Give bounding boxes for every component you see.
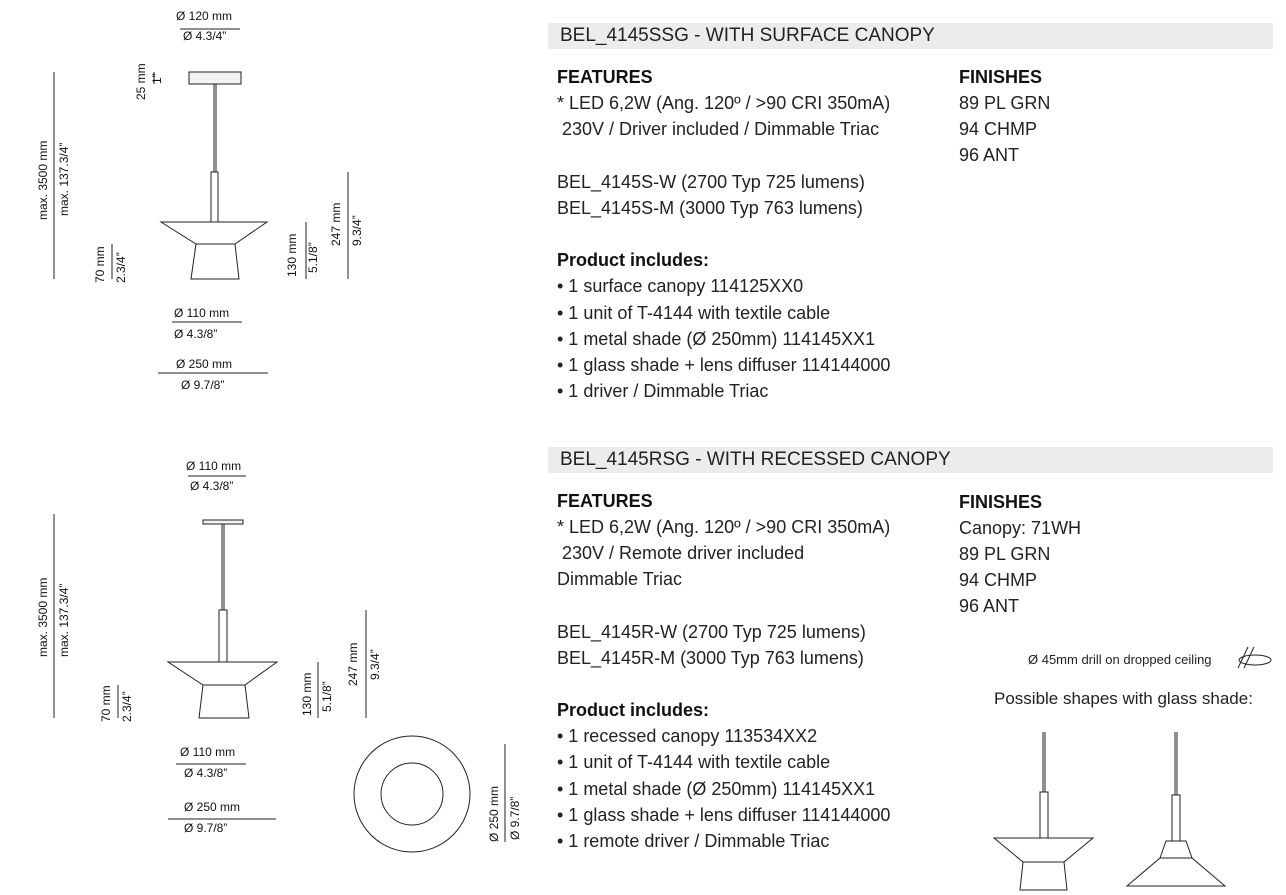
dim-canopy-in: Ø 4.3/8” xyxy=(190,479,234,493)
drill-note: Ø 45mm drill on dropped ceiling xyxy=(1028,652,1212,667)
include-item: • 1 surface canopy 114125XX0 xyxy=(557,276,804,296)
dim-d110-in: Ø 4.3/8” xyxy=(184,766,228,780)
include-item: • 1 driver / Dimmable Triac xyxy=(557,381,769,401)
dim-d250-mm: Ø 250 mm xyxy=(176,357,233,371)
dim-h247-mm: 247 mm xyxy=(329,202,343,246)
finish-item: 94 CHMP xyxy=(959,119,1038,139)
finish-item: 89 PL GRN xyxy=(959,93,1051,113)
dim-h70-mm: 70 mm xyxy=(99,685,113,722)
stem xyxy=(210,171,219,223)
finish-item: 96 ANT xyxy=(959,145,1020,165)
dim-h70-mm: 70 mm xyxy=(93,246,107,283)
dim-d110-in: Ø 4.3/8” xyxy=(174,327,218,341)
features-heading: FEATURES xyxy=(557,67,653,87)
dim-d250-in: Ø 9.7/8” xyxy=(184,821,228,835)
glass-shade xyxy=(190,243,240,280)
shape-option-1 xyxy=(992,732,1095,891)
dim-canopy-in: Ø 4.3/4” xyxy=(183,29,227,43)
includes-heading: Product includes: xyxy=(557,700,710,720)
dim-top-view-in: Ø 9.7/8” xyxy=(508,796,522,840)
finish-item: 96 ANT xyxy=(959,596,1020,616)
dim-canopy-mm: Ø 110 mm xyxy=(186,459,242,473)
dim-h130-mm: 130 mm xyxy=(300,672,314,716)
include-item: • 1 metal shade (Ø 250mm) 114145XX1 xyxy=(557,779,876,799)
finish-item: 89 PL GRN xyxy=(959,544,1051,564)
dim-canopy-mm: Ø 120 mm xyxy=(176,9,233,23)
feature-line: 230V / Remote driver included xyxy=(557,543,805,563)
feature-line: * LED 6,2W (Ang. 120º / >90 CRI 350mA) xyxy=(557,93,891,113)
section-title-recessed: BEL_4145RSG - WITH RECESSED CANOPY xyxy=(548,447,1273,473)
dim-d250-in: Ø 9.7/8” xyxy=(181,378,225,392)
include-item: • 1 recessed canopy 113534XX2 xyxy=(557,726,818,746)
variant-line: BEL_4145R-M (3000 Typ 763 lumens) xyxy=(557,648,864,668)
include-item: • 1 unit of T-4144 with textile cable xyxy=(557,752,831,772)
shape-option-2 xyxy=(1125,732,1227,887)
include-item: • 1 glass shade + lens diffuser 11414400… xyxy=(557,805,891,825)
dim-h70-in: 2.3/4” xyxy=(120,691,134,722)
dim-h247-mm: 247 mm xyxy=(346,642,360,686)
recessed-canopy xyxy=(202,519,244,525)
feature-line: 230V / Driver included / Dimmable Triac xyxy=(557,119,880,139)
dim-h130-mm: 130 mm xyxy=(285,233,299,277)
include-item: • 1 remote driver / Dimmable Triac xyxy=(557,831,830,851)
finishes-heading: FINISHES xyxy=(959,67,1043,87)
glass-shade xyxy=(198,684,250,719)
feature-line: Dimmable Triac xyxy=(557,569,683,589)
stem xyxy=(218,609,228,663)
feature-line: * LED 6,2W (Ang. 120º / >90 CRI 350mA) xyxy=(557,517,891,537)
includes-heading: Product includes: xyxy=(557,250,710,270)
features-heading: FEATURES xyxy=(557,491,653,511)
dim-h130-in: 5.1/8” xyxy=(306,242,320,273)
section-title-surface: BEL_4145SSG - WITH SURFACE CANOPY xyxy=(548,23,1273,49)
dim-canopy-height-in: 1” xyxy=(150,73,164,84)
dim-d250-mm: Ø 250 mm xyxy=(184,800,241,814)
dim-max-mm: max. 3500 mm xyxy=(36,577,50,657)
include-item: • 1 glass shade + lens diffuser 11414400… xyxy=(557,355,891,375)
variant-line: BEL_4145R-W (2700 Typ 725 lumens) xyxy=(557,622,866,642)
dim-top-view-mm: Ø 250 mm xyxy=(487,785,501,842)
finishes-heading: FINISHES xyxy=(959,492,1043,512)
variant-line: BEL_4145S-W (2700 Typ 725 lumens) xyxy=(557,172,865,192)
dim-canopy-height-mm: 25 mm xyxy=(134,63,148,100)
dim-max-mm: max. 3500 mm xyxy=(36,140,50,220)
include-item: • 1 unit of T-4144 with textile cable xyxy=(557,303,831,323)
finish-item: 94 CHMP xyxy=(959,570,1038,590)
shapes-note: Possible shapes with glass shade: xyxy=(994,689,1253,708)
metal-shade xyxy=(166,661,279,686)
surface-canopy xyxy=(188,71,242,85)
dim-h70-in: 2.3/4” xyxy=(114,252,128,283)
dim-h130-in: 5.1/8” xyxy=(320,681,334,712)
dim-d110-mm: Ø 110 mm xyxy=(174,306,230,320)
dim-h247-in: 9.3/4” xyxy=(350,215,364,246)
dim-max-in: max. 137.3/4” xyxy=(57,583,71,657)
top-view-inner xyxy=(380,762,444,826)
variant-line: BEL_4145S-M (3000 Typ 763 lumens) xyxy=(557,198,863,218)
dim-d110-mm: Ø 110 mm xyxy=(180,745,236,759)
dim-max-in: max. 137.3/4” xyxy=(57,142,71,216)
include-item: • 1 metal shade (Ø 250mm) 114145XX1 xyxy=(557,329,876,349)
metal-shade xyxy=(159,221,269,245)
dim-h247-in: 9.3/4” xyxy=(368,649,382,680)
finish-item: Canopy: 71WH xyxy=(959,518,1082,538)
drill-icon xyxy=(1237,646,1272,669)
